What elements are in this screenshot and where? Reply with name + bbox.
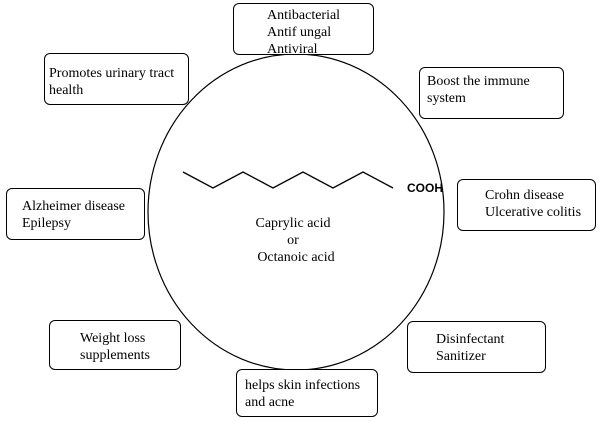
benefit-skin: helps skin infections and acne (236, 369, 378, 417)
benefit-text: system (427, 91, 466, 106)
benefit-antimicrobial: Antibacterial Antif ungal Antiviral (233, 3, 374, 57)
benefit-text: Weight loss (80, 331, 146, 346)
benefit-text: Promotes urinary tract (49, 66, 175, 81)
benefit-text: helps skin infections (245, 378, 361, 393)
benefit-text: Crohn disease (485, 188, 564, 203)
compound-name: Caprylic acid (255, 216, 331, 231)
benefit-text: Antif ungal (267, 25, 332, 40)
benefit-bowel-disease: Crohn disease Ulcerative colitis (457, 179, 596, 231)
benefit-urinary-tract: Promotes urinary tract health (44, 53, 189, 105)
benefit-weight-loss: Weight loss supplements (49, 320, 181, 370)
carbon-chain-skeleton (182, 171, 394, 189)
benefit-disinfectant: Disinfectant Sanitizer (407, 321, 546, 373)
benefit-text: Boost the immune (427, 74, 530, 89)
benefit-immune: Boost the immune system (419, 67, 564, 119)
benefit-text: Epilepsy (22, 216, 71, 231)
benefit-text: Alzheimer disease (22, 199, 126, 214)
compound-name-or: or (287, 233, 299, 248)
benefit-text: supplements (80, 348, 150, 363)
benefit-text: Antiviral (267, 42, 318, 57)
benefit-text: Sanitizer (436, 349, 486, 364)
benefit-text: Ulcerative colitis (485, 205, 582, 220)
carboxyl-group-label: COOH (407, 181, 443, 195)
compound-alt-name: Octanoic acid (257, 250, 335, 265)
benefit-text: and acne (245, 395, 295, 410)
central-circle (147, 53, 445, 371)
benefit-text: Disinfectant (436, 332, 505, 347)
benefit-text: health (49, 83, 84, 98)
benefit-text: Antibacterial (267, 8, 341, 23)
benefit-neurological: Alzheimer disease Epilepsy (6, 188, 145, 240)
